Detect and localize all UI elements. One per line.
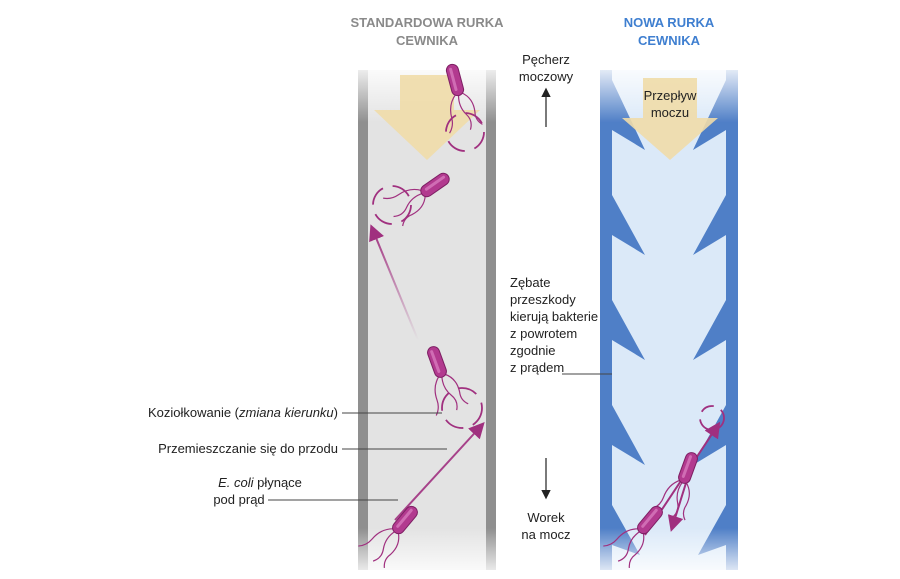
bladder-label-line1: Pęcherz [522, 52, 570, 67]
obstacles-label-line: z prądem [510, 360, 564, 375]
bag-label-line2: na mocz [521, 527, 570, 542]
flow-arrow [622, 78, 718, 160]
ecoli-label-line1: E. coli płynące [218, 475, 302, 490]
tumbling-label: Koziołkowanie (zmiana kierunku) [148, 405, 338, 420]
obstacles-label: Zębate przeszkody kierują bakterie z pow… [510, 275, 598, 375]
obstacles-label-line: z powrotem [510, 326, 577, 341]
obstacles-label-line: Zębate [510, 275, 550, 290]
new-tube-title-line1: NOWA RURKA [624, 15, 715, 30]
flow-arrow [374, 75, 480, 160]
standard-tube-title-line2: CEWNIKA [396, 33, 459, 48]
bacteria-path-standard [369, 112, 485, 521]
ecoli-label-line2: pod prąd [213, 492, 264, 507]
forward-label: Przemieszczanie się do przodu [158, 441, 338, 456]
bag-label-line1: Worek [527, 510, 565, 525]
standard-tube-title-line1: STANDARDOWA RURKA [350, 15, 504, 30]
new-tube-title-line2: CEWNIKA [638, 33, 701, 48]
new-tube [592, 60, 747, 579]
obstacles-label-line: kierują bakterie [510, 309, 598, 324]
standard-tube [350, 60, 505, 579]
flow-label-line2: moczu [651, 105, 689, 120]
obstacles-label-line: zgodnie [510, 343, 556, 358]
flow-label-line1: Przepływ [644, 88, 697, 103]
bladder-label-line2: moczowy [519, 69, 574, 84]
obstacles-label-line: przeszkody [510, 292, 576, 307]
